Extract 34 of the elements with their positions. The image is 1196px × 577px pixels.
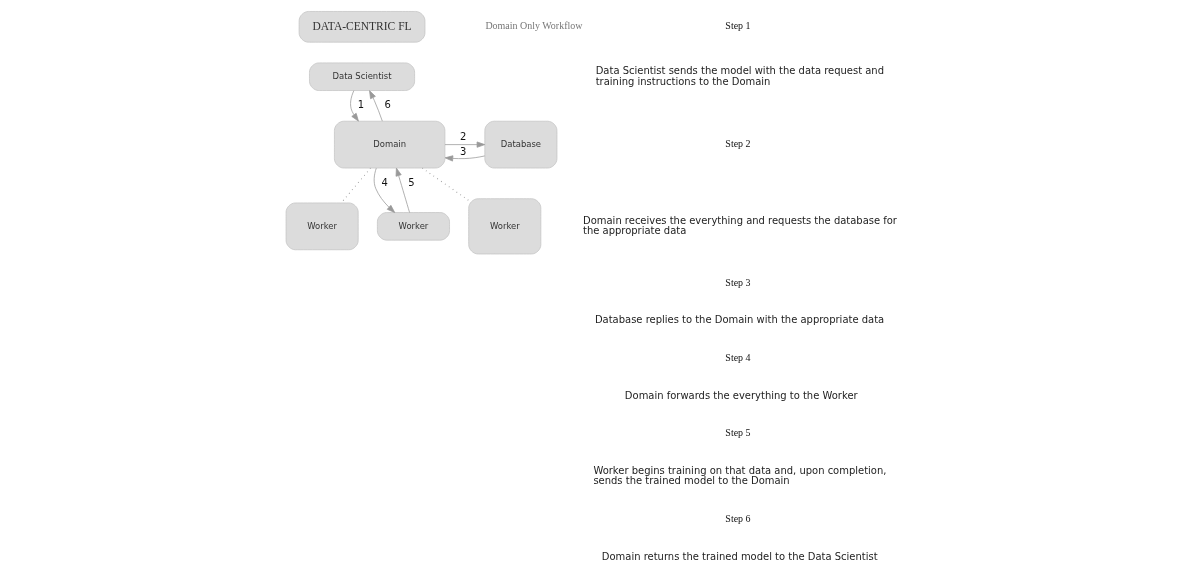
connector (340, 167, 372, 204)
label: Step 6 (725, 513, 751, 525)
edge-label: 2 (460, 130, 467, 142)
label: Step 5 (725, 427, 751, 439)
node-box: Worker (377, 212, 450, 241)
node-box: Worker (468, 198, 542, 255)
label: Step 2 (725, 138, 751, 150)
node-box: Domain (334, 120, 446, 169)
node-box: DATA-CENTRIC FL (298, 11, 426, 43)
arrow (444, 141, 486, 148)
arrow (373, 167, 396, 213)
label: Domain forwards the everything to the Worker (624, 389, 858, 401)
label: Domain Only Workflow (485, 20, 583, 32)
node-box: Worker (285, 202, 359, 251)
label: Step 3 (725, 276, 751, 288)
label: Database replies to the Domain with the appropriate data (594, 314, 885, 326)
label: Domain receives the everything and requests the database for the appropriate data (583, 214, 897, 237)
arrow (369, 90, 383, 122)
edge-label: 5 (408, 176, 415, 188)
edge-label: 3 (460, 145, 467, 157)
connector (421, 167, 470, 201)
arrow (395, 167, 410, 213)
arrow (350, 90, 359, 122)
node-box: Database (484, 120, 558, 169)
label: Step 4 (725, 351, 751, 363)
node-box: Data Scientist (309, 62, 415, 91)
label: Domain returns the trained model to the Data Scientist (601, 550, 878, 562)
edge-label: 6 (384, 99, 391, 111)
label: Data Scientist sends the model with the data request and training instructions to the Domain (595, 64, 885, 87)
label: Step 1 (725, 20, 751, 32)
edge-label: 4 (381, 176, 388, 188)
label: Worker begins training on that data and, upon completion, sends the trained model to the Domain (593, 464, 887, 487)
edge-label: 1 (357, 99, 365, 111)
arrow (444, 155, 486, 162)
